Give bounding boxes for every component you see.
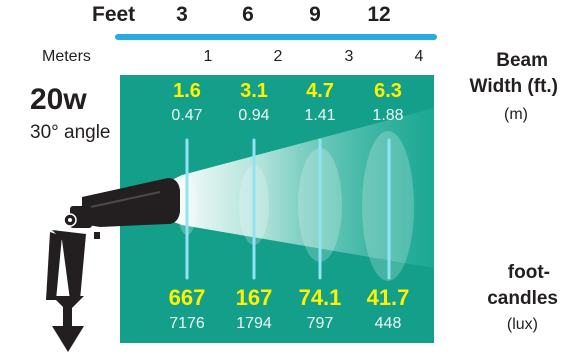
beam-width-title-line1: Beam (496, 50, 548, 71)
meters-tick-4: 4 (414, 48, 424, 65)
lux-12: 448 (374, 315, 402, 332)
wattage-label: 20w (30, 83, 87, 116)
beam-angle-label: 30° angle (30, 122, 111, 143)
beam-width-m-9: 1.41 (304, 107, 336, 124)
footcandles-unit: (lux) (506, 316, 538, 333)
feet-tick-12: 12 (367, 3, 391, 26)
footcandles-9: 74.1 (298, 285, 342, 310)
meters-tick-1: 1 (203, 48, 213, 65)
beam-width-ft-9: 4.7 (306, 80, 334, 102)
feet-tick-9: 9 (309, 3, 321, 26)
footcandles-6: 167 (235, 285, 273, 310)
feet-tick-3: 3 (176, 3, 188, 26)
meters-label: Meters (42, 48, 91, 65)
beam-width-m-12: 1.88 (372, 107, 404, 124)
beam-width-ft-3: 1.6 (173, 80, 201, 102)
footcandles-12: 41.7 (366, 285, 410, 310)
beam-width-ft-12: 6.3 (374, 80, 402, 102)
meters-tick-2: 2 (273, 48, 283, 65)
feet-scale-line (115, 34, 437, 40)
beam-width-m-6: 0.94 (238, 107, 270, 124)
beam-width-title-line2: Width (ft.) (469, 76, 558, 97)
lux-3: 7176 (169, 315, 205, 332)
meters-tick-3: 3 (344, 48, 354, 65)
feet-label: Feet (92, 3, 136, 26)
ground-stake-icon (46, 230, 86, 352)
footcandles-title-line2: candles (487, 288, 558, 309)
lux-6: 1794 (236, 315, 272, 332)
footcandles-3: 667 (168, 285, 206, 310)
beam-width-unit: (m) (504, 106, 528, 123)
beam-width-ft-6: 3.1 (240, 80, 268, 102)
feet-tick-6: 6 (242, 3, 254, 26)
beam-width-m-3: 0.47 (171, 107, 203, 124)
lux-9: 797 (306, 315, 334, 332)
spotlight-fixture-icon (63, 178, 180, 239)
light-beam-cone (168, 108, 434, 268)
footcandles-title-line1: foot- (507, 262, 550, 283)
